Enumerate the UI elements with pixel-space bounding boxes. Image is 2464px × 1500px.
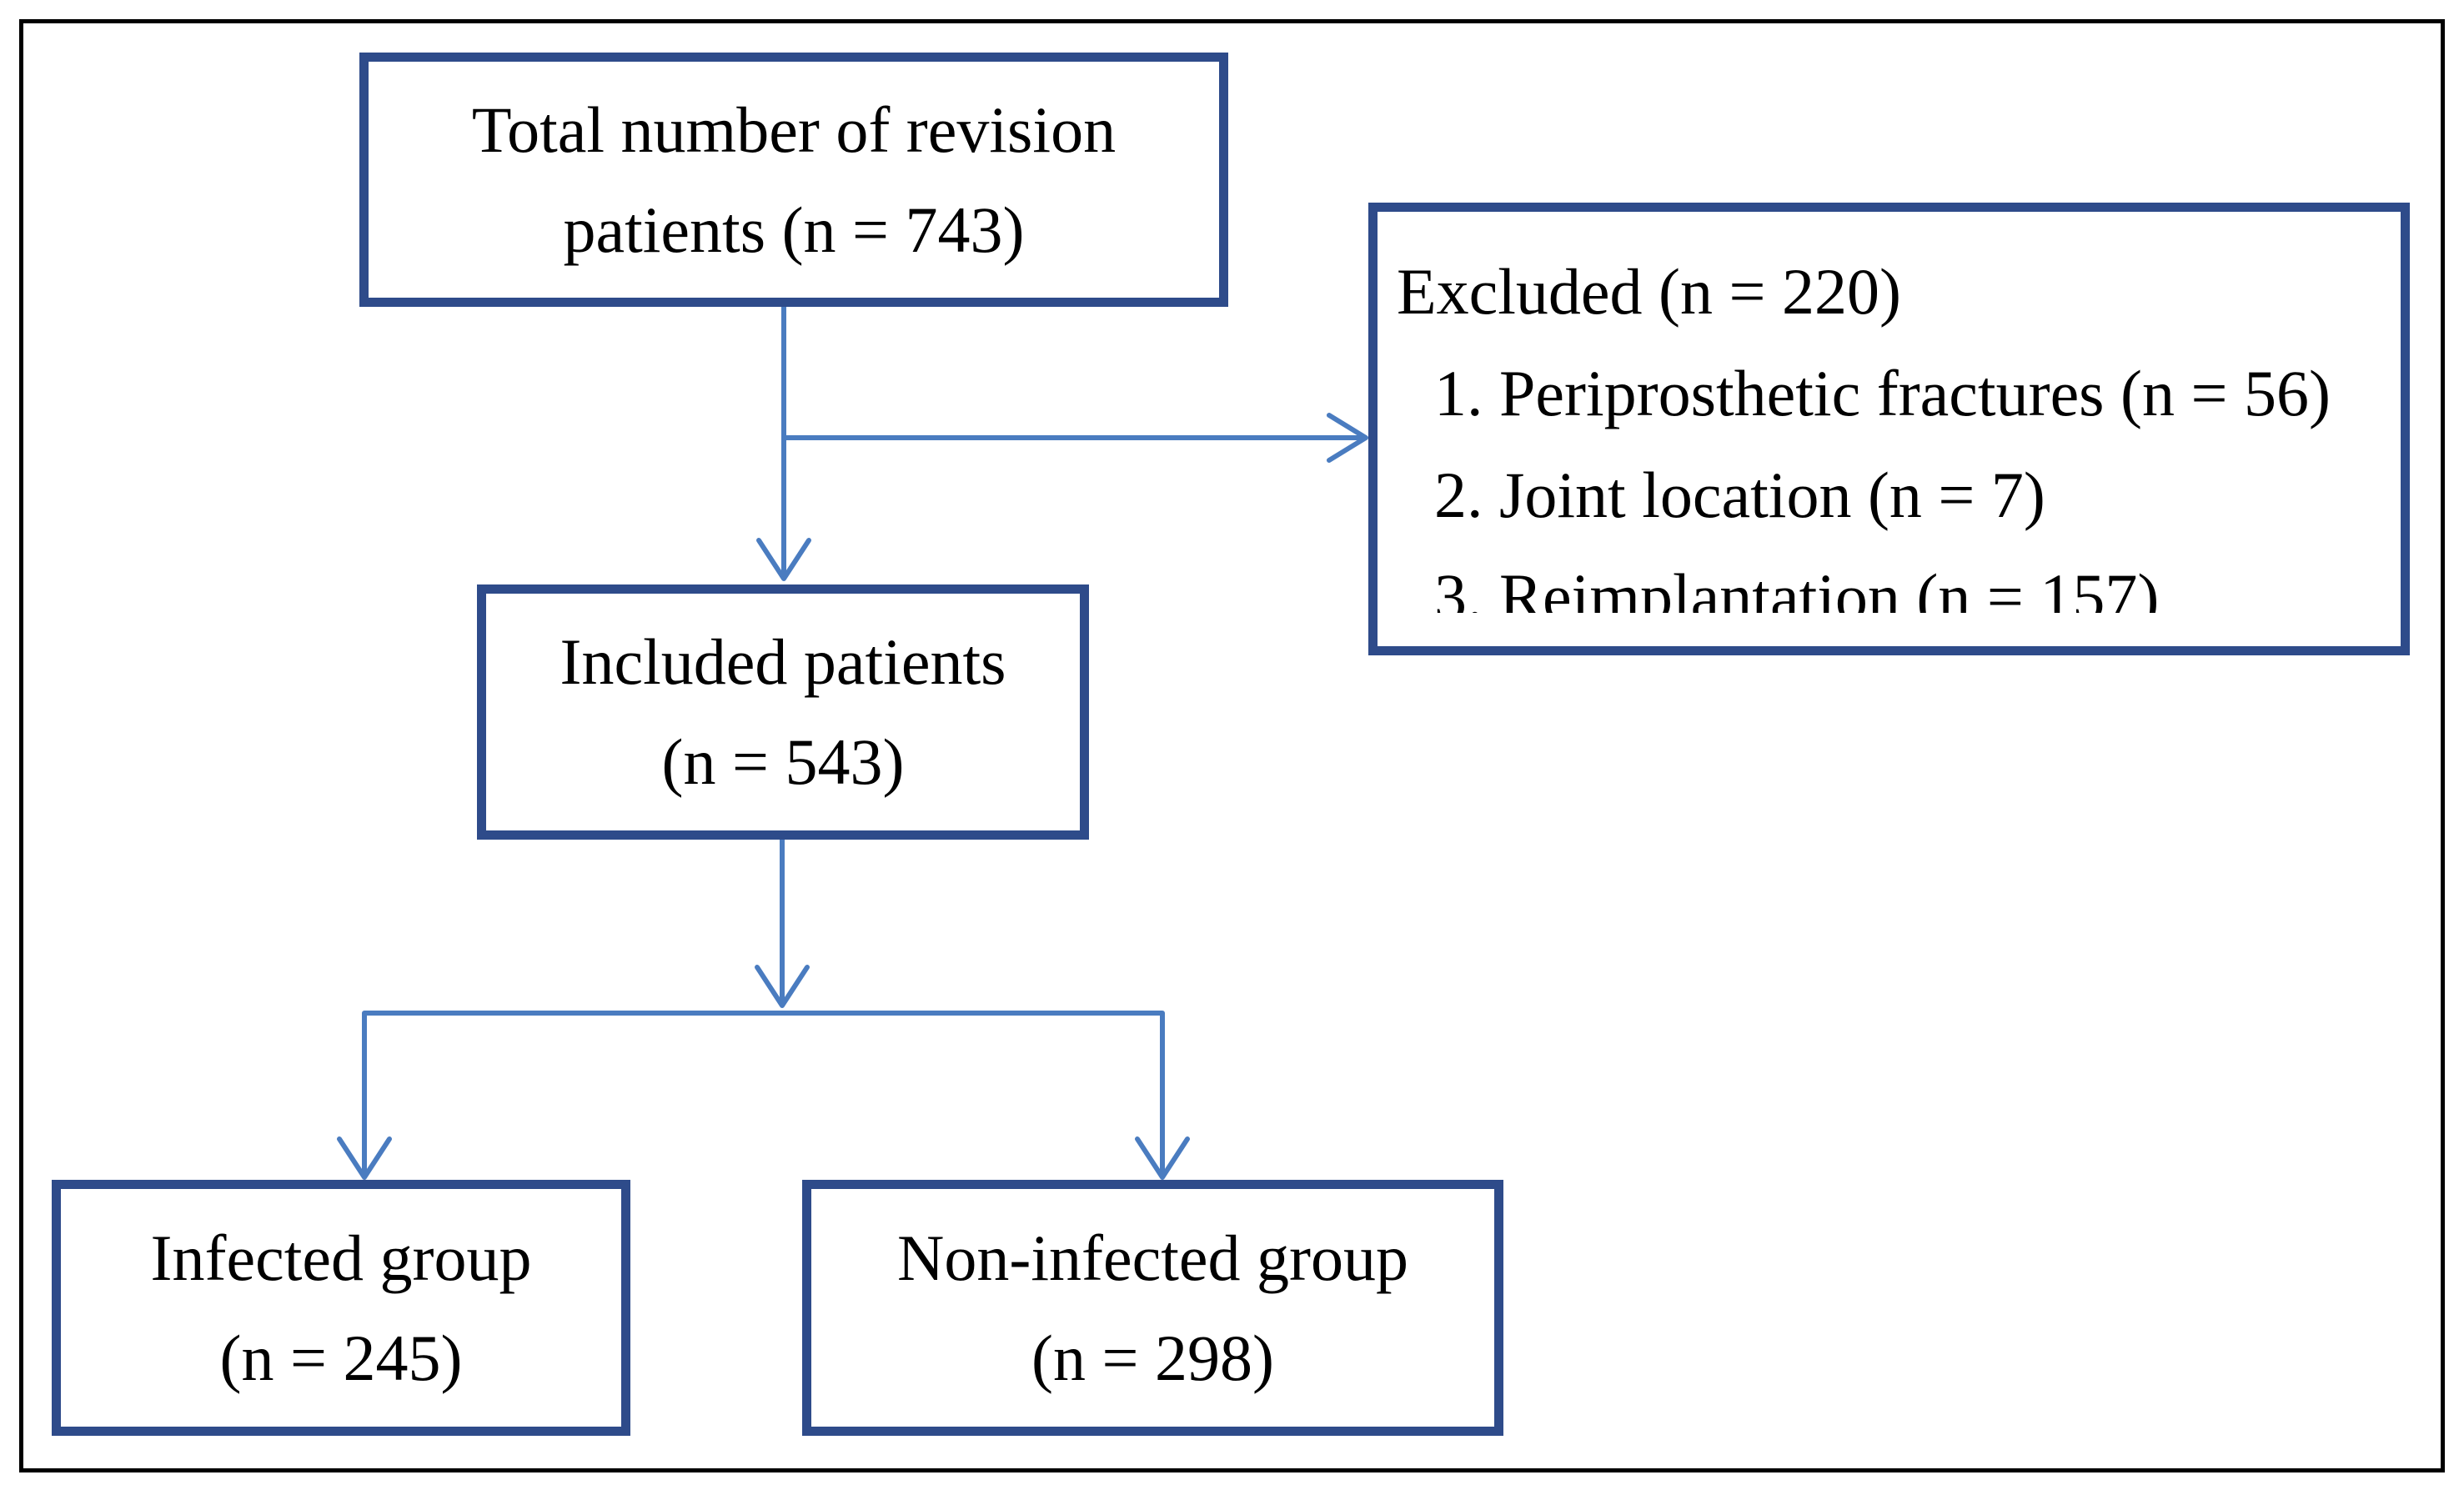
figure-frame	[19, 19, 2445, 1472]
connector-split	[362, 1011, 1165, 1179]
infected-group-line2: (n = 245)	[219, 1321, 463, 1394]
included-patients-box: Included patients (n = 543)	[477, 584, 1089, 840]
arrowhead-infected	[337, 1136, 392, 1180]
excluded-title: Excluded (n = 220)	[1397, 255, 1901, 328]
total-patients-line2: patients (n = 743)	[563, 193, 1025, 266]
arrowhead-noninfected	[1135, 1136, 1190, 1180]
excluded-item-joint-location: 2. Joint location (n = 7)	[1434, 459, 2045, 531]
arrowhead-excluded	[1327, 413, 1368, 463]
excluded-box: Excluded (n = 220) 1. Periprosthetic fra…	[1368, 203, 2410, 655]
arrowhead-included	[756, 538, 811, 581]
noninfected-group-line2: (n = 298)	[1031, 1321, 1274, 1394]
arrowhead-split	[755, 965, 810, 1008]
noninfected-group-line1: Non-infected group	[897, 1221, 1408, 1294]
excluded-item-fractures: 1. Periprosthetic fractures (n = 56)	[1434, 357, 2331, 429]
total-patients-line1: Total number of revision	[471, 93, 1117, 166]
infected-group-box: Infected group (n = 245)	[52, 1180, 630, 1436]
noninfected-group-box: Non-infected group (n = 298)	[802, 1180, 1503, 1436]
included-patients-line2: (n = 543)	[661, 725, 905, 798]
total-patients-box: Total number of revision patients (n = 7…	[359, 53, 1228, 307]
included-patients-line1: Included patients	[560, 625, 1006, 698]
infected-group-line1: Infected group	[150, 1221, 532, 1294]
excluded-item-reimplantation: 3. Reimplantation (n = 157)	[1434, 560, 2160, 613]
